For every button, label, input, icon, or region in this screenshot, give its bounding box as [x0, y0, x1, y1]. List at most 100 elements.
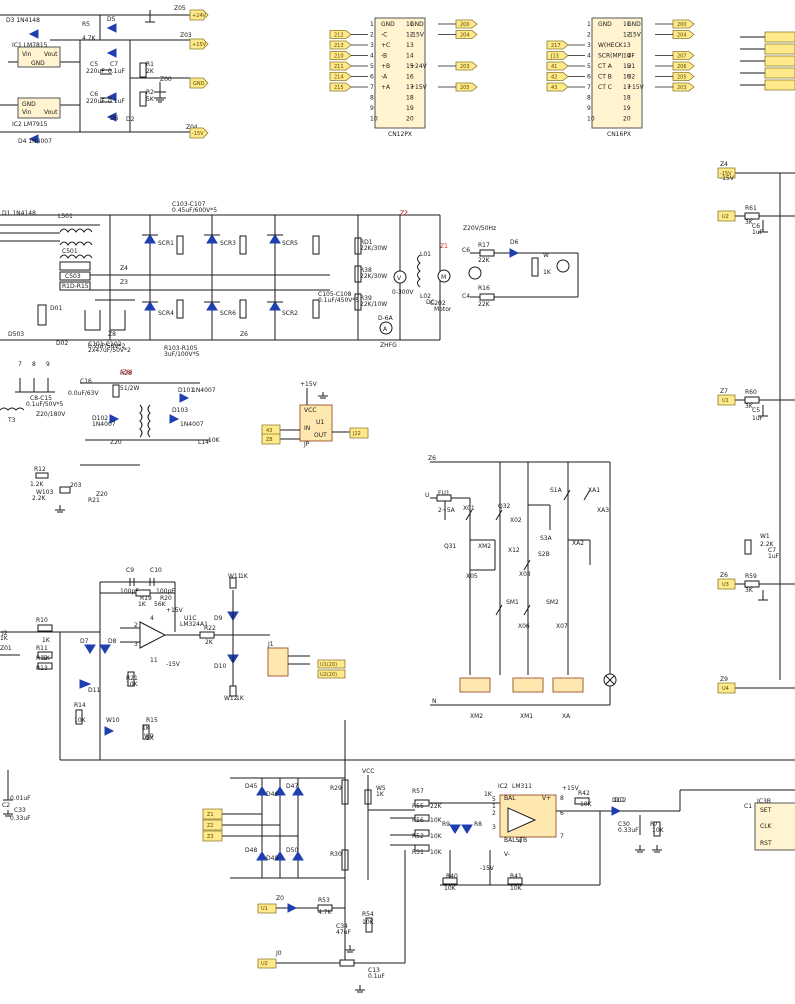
relay-label-1: U	[425, 492, 429, 499]
power-stage-label-13: C105-C108	[318, 291, 352, 298]
right-edge-label-2: R61	[745, 205, 757, 212]
label-d3: D3 1N4148	[6, 17, 40, 24]
bottom-label-47: C13	[368, 967, 380, 974]
right-tag-right-text-4: 206	[677, 64, 687, 70]
right-signal-right-1: -15V	[627, 32, 642, 39]
control-label-21: R21	[88, 497, 100, 504]
diode-d4-1n4007	[28, 134, 39, 144]
bottom-label-51: +15V	[562, 785, 580, 792]
power-stage-label-21: 22K/30W	[360, 245, 387, 252]
right-edge-label-10: 1uF	[752, 415, 764, 422]
relay-label-4: Q31	[444, 543, 457, 550]
amp-tag-u2: U2(20)	[320, 672, 337, 678]
tag-plus15v-text: +15V	[192, 42, 207, 48]
right-signal-right-5: U2	[627, 74, 635, 81]
right-tag-left-text-3: J13	[550, 54, 559, 60]
bottom-label-38: C30	[618, 821, 630, 828]
left-tag-left-text-5: 214	[334, 75, 344, 81]
bottom-tag-u1: U1	[261, 906, 268, 912]
label-d5: D5	[107, 16, 116, 23]
opto-out: OUT	[314, 432, 327, 439]
diode-d101	[179, 393, 190, 403]
amp-label-39: Z01	[0, 645, 12, 652]
bottom-label-46: 47uF	[336, 929, 351, 936]
control-label-0: C16	[80, 378, 92, 385]
right-tag-right-text-0: 200	[677, 22, 687, 28]
right-pin-right-15: 15	[623, 63, 631, 70]
diode-d11	[79, 679, 92, 689]
led-d6	[106, 92, 117, 102]
control-label-13: Z20/180V	[36, 411, 66, 418]
diode-d50	[292, 851, 304, 861]
coil-xm2	[459, 677, 491, 693]
right-pin-right-17: 17	[623, 84, 631, 91]
bottom-label-35: D12	[614, 797, 626, 804]
bottom-label-55: CLK	[760, 823, 773, 830]
amp-label-7: 1K	[138, 601, 147, 608]
scr6	[206, 301, 218, 311]
right-edge-label-17: 3K	[745, 587, 754, 594]
control-label-15: R12	[34, 466, 46, 473]
bottom-label-1: D46	[266, 791, 278, 798]
amp-label-4: R19	[140, 595, 152, 602]
control-label-22: 10K	[208, 437, 221, 444]
control-label-14: Z20	[110, 439, 122, 446]
power-stage-label-45: R16	[478, 285, 490, 292]
right-tag-left-text-6: 43	[551, 85, 557, 91]
bottom-pin-1: 2	[492, 810, 496, 817]
control-label-1: 0.0uF/63V	[68, 390, 99, 397]
control-label-16: 1.2K	[30, 481, 45, 488]
motor	[437, 269, 451, 283]
amp-label-26: D7	[80, 638, 89, 645]
ic1-vin: Vin	[22, 51, 32, 58]
opto-vcc-label: +15V	[300, 381, 318, 388]
relay-label-9: S3A	[540, 535, 553, 542]
tag-minus15v	[189, 127, 209, 139]
right-tag-right-3	[672, 51, 695, 60]
amp-label-15: D10	[214, 663, 226, 670]
opto-jp: JP	[303, 441, 310, 448]
power-stage-label-35: 2x47uF/50V*2	[88, 347, 131, 354]
power-stage-label-0: D1 1N4148	[2, 210, 36, 217]
scr5	[269, 234, 281, 244]
relay-label-18: XA	[562, 713, 571, 720]
power-stage-label-38: Z4	[120, 265, 128, 272]
right-edge-label-12: 2.2K	[760, 541, 775, 548]
bottom-label-44: 10K	[362, 919, 375, 926]
tag-plus24v-text: +24V	[192, 13, 207, 19]
amp-label-23: R13	[36, 665, 48, 672]
right-tag-right-5	[672, 72, 695, 81]
comparator	[507, 807, 537, 833]
label-d6: D6	[110, 115, 119, 122]
right-edge-top-tags	[740, 31, 795, 91]
opto-vcc: VCC	[304, 407, 316, 414]
connector-j1	[267, 647, 289, 677]
ic2-vout: Vout	[44, 109, 58, 116]
relay-label-14: SM1	[506, 599, 519, 606]
bottom-label-5: D50	[286, 847, 298, 854]
amp-label-30: R14	[74, 702, 86, 709]
label-z00: Z00	[160, 76, 172, 83]
left-pin-left-4: 4	[370, 53, 374, 60]
amp-label-16: W11	[228, 573, 242, 580]
power-stage-label-19: Z2	[400, 210, 408, 217]
diode-d7	[84, 644, 96, 654]
power-stage-label-4: D503	[8, 331, 24, 338]
bottom-label-23: IC2	[498, 783, 508, 790]
label-z03: Z03	[180, 32, 192, 39]
right-pin-right-14: 14	[623, 53, 631, 60]
control-label-23: L14	[198, 439, 209, 446]
tag-gnd	[189, 77, 209, 89]
left-pin-right-13: 13	[406, 42, 414, 49]
label-d4-1n4007: D4 1N4007	[18, 138, 52, 145]
right-tag-1: U2	[722, 214, 729, 220]
relay-label-0: Z6	[428, 455, 436, 462]
right-signal-left-5: CT B	[598, 74, 612, 81]
right-signal-left-4: CT A	[598, 63, 613, 70]
left-pin-right-12: 12	[406, 32, 414, 39]
power-stage-label-8: SCR4	[158, 310, 174, 317]
bottom-label-53: IC3B	[757, 798, 771, 805]
amp-label-12: R22	[204, 625, 216, 632]
amp-tag-u1: U1(20)	[320, 662, 337, 668]
